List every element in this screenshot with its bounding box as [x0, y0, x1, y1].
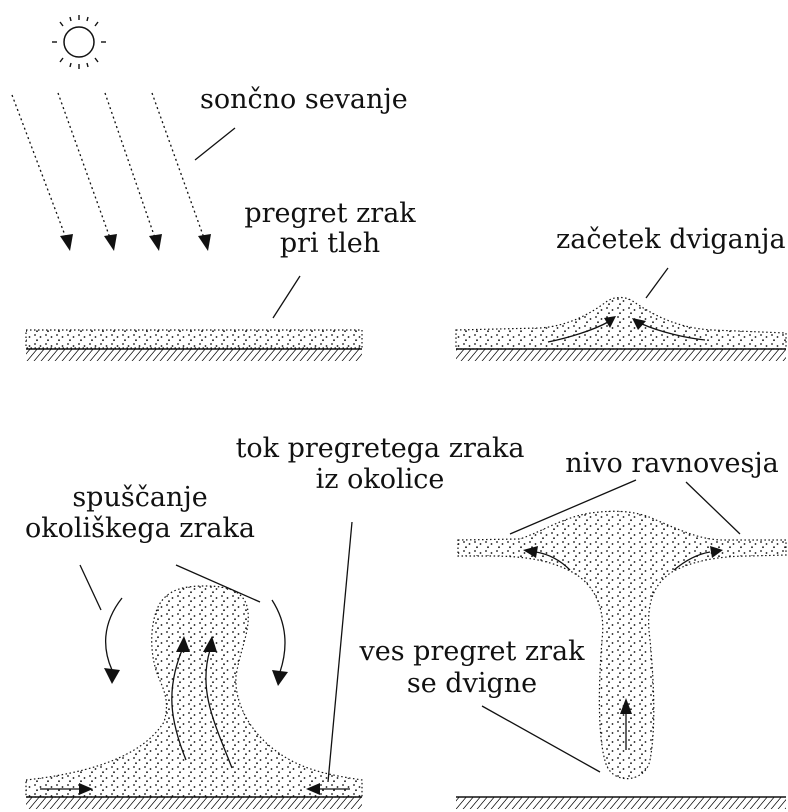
- leader-descent-left: [80, 565, 101, 610]
- label-all-rises-line2: se dvigne: [407, 668, 537, 699]
- label-heated-air-line1: pregret zrak: [244, 198, 416, 229]
- solar-rays: [12, 93, 211, 251]
- ground-4: [456, 797, 786, 809]
- ground-2: [456, 349, 786, 361]
- heated-air-layer: [26, 330, 362, 348]
- leader-start-rising: [646, 268, 668, 298]
- ground-1: [26, 349, 362, 361]
- label-inflow-line2: iz okolice: [316, 464, 445, 495]
- label-equilibrium: nivo ravnovesja: [565, 448, 779, 479]
- label-inflow-line1: tok pregretega zraka: [236, 433, 525, 464]
- rising-bump: [456, 298, 786, 350]
- label-descent-line2: okoliškega zraka: [25, 513, 255, 544]
- rising-column: [26, 586, 362, 797]
- leader-inflow: [328, 522, 352, 782]
- sun-icon: [52, 15, 106, 69]
- leader-all-rises: [482, 706, 600, 772]
- label-start-rising: začetek dviganja: [556, 224, 786, 255]
- label-heated-air-line2: pri tleh: [280, 228, 380, 259]
- ground-3: [26, 797, 362, 809]
- leader-solar-radiation: [195, 128, 235, 160]
- label-all-rises-line1: ves pregret zrak: [358, 636, 585, 667]
- leader-heated-air: [273, 276, 300, 318]
- label-solar-radiation: sončno sevanje: [200, 84, 408, 115]
- leader-equilibrium-right: [686, 482, 740, 534]
- label-descent-line1: spuščanje: [72, 482, 207, 513]
